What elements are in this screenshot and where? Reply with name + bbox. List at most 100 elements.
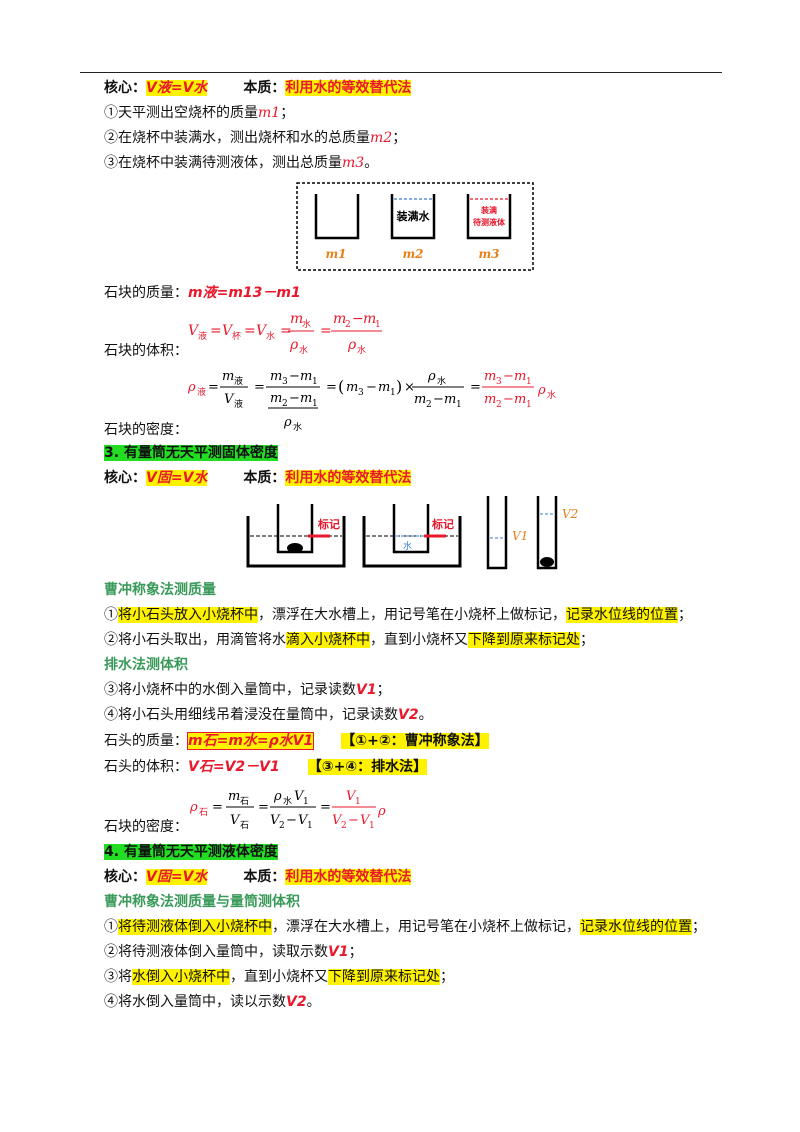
subheading-4: 曹冲称象法测质量与量筒测体积 [104, 894, 300, 910]
beakers-figure: 装满水 装满 待测液体 m1 m2 m3 [296, 182, 534, 271]
s3-step-3: ③将小烧杯中的水倒入量筒中，记录读数V1； [104, 680, 391, 700]
svg-text:=: = [208, 380, 219, 395]
step-3: ③在烧杯中装满待测液体，测出总质量m3。 [104, 153, 378, 173]
box2-label: 装满水 [396, 209, 431, 223]
s4-step-1: ①将待测液体倒入小烧杯中，漂浮在大水槽上，用记号笔在小烧杯上做标记，记录水位线的… [104, 917, 706, 937]
step-text: ①天平测出空烧杯的质量 [104, 105, 258, 121]
svg-text:−: − [352, 311, 364, 327]
var: V1 [356, 682, 377, 698]
step-1: ①天平测出空烧杯的质量m1； [104, 103, 294, 123]
density-label-2: 石块的密度： [104, 819, 188, 835]
punct: ； [440, 969, 454, 985]
punct: ； [280, 105, 295, 121]
highlight: 记录水位线的位置 [580, 919, 692, 935]
svg-text:1: 1 [375, 320, 381, 330]
highlight: 将小石头放入小烧杯中 [118, 607, 258, 623]
cylinder-2 [536, 496, 558, 570]
small-beaker-2 [392, 504, 430, 554]
beaker-liquid [466, 194, 512, 240]
svg-text:m: m [444, 392, 456, 407]
section-3-heading: 3. 有量筒无天平测固体密度 [104, 443, 278, 463]
s3-step-4: ④将小石头用细线吊着浸没在量筒中，记录读数V2。 [104, 705, 433, 725]
svg-text:V: V [346, 789, 357, 804]
svg-text:1: 1 [526, 400, 532, 410]
highlight: 下降到原来标记处 [328, 969, 440, 985]
core-formula: V固=V水 [146, 470, 208, 486]
svg-text:ρ: ρ [427, 369, 436, 384]
svg-text:杯: 杯 [232, 330, 241, 342]
heading-text: 3. 有量筒无天平测固体密度 [104, 445, 278, 461]
svg-text:−: − [289, 369, 300, 384]
svg-text:−: − [348, 813, 359, 828]
svg-text:−: − [289, 391, 300, 406]
svg-text:水: 水 [302, 318, 311, 330]
label-m2: m2 [402, 247, 423, 261]
svg-text:=: = [258, 800, 269, 815]
svg-text:2: 2 [341, 821, 347, 831]
core-line-1: 核心：V液=V水本质：利用水的等效替代法 [104, 78, 412, 98]
essence-text: 利用水的等效替代法 [285, 80, 412, 96]
svg-text:ρ: ρ [537, 383, 546, 398]
svg-text:液: 液 [234, 398, 243, 410]
svg-text:1: 1 [303, 797, 309, 807]
mass-formula: m石=m水=ρ水V1 [186, 732, 315, 750]
heading-text: 4. 有量筒无天平测液体密度 [104, 844, 278, 860]
svg-text:石: 石 [240, 821, 249, 831]
svg-text:m: m [378, 380, 390, 395]
svg-text:V: V [224, 392, 235, 407]
svg-text:=: = [470, 380, 481, 395]
num: ① [104, 607, 118, 623]
punct: ； [580, 632, 594, 648]
svg-text:=: = [320, 323, 332, 339]
svg-text:ρ: ρ [188, 380, 196, 395]
svg-text:m: m [363, 311, 376, 327]
core-label: 核心： [104, 80, 146, 96]
svg-text:3: 3 [496, 377, 502, 387]
punct: ； [392, 130, 407, 146]
mark-label-1: 标记 [317, 517, 340, 531]
svg-text:m: m [414, 392, 426, 407]
svg-text:−: − [433, 392, 444, 407]
text: ，直到小烧杯又 [230, 969, 328, 985]
svg-text:1: 1 [456, 400, 462, 410]
svg-text:m: m [222, 369, 234, 384]
punct: 。 [418, 707, 433, 723]
svg-text:(: ( [338, 377, 344, 396]
punct: 。 [306, 994, 321, 1010]
svg-text:m: m [514, 369, 526, 384]
text: ④将小石头用细线吊着浸没在量筒中，记录读数 [104, 707, 398, 723]
svg-text:ρ: ρ [273, 789, 282, 804]
text: ，漂浮在大水槽上，用记号笔在小烧杯上做标记， [272, 919, 580, 935]
var: m2 [370, 130, 393, 146]
mass-label: 石块的质量： [104, 285, 188, 301]
beaker-empty [314, 194, 360, 240]
svg-text:m: m [300, 369, 312, 384]
box3-label-2: 待测液体 [472, 217, 506, 227]
svg-text:m: m [346, 380, 358, 395]
box3-label-1: 装满 [480, 205, 497, 215]
step-text: ②在烧杯中装满水，测出烧杯和水的总质量 [104, 130, 370, 146]
stone-2 [540, 557, 554, 567]
text: ，直到小烧杯又 [370, 632, 468, 648]
stone-1 [287, 543, 303, 553]
vol-note: 【③+④：排水法】 [307, 759, 428, 775]
svg-text:−: − [503, 369, 514, 384]
svg-text:1: 1 [526, 377, 532, 387]
svg-text:V: V [230, 813, 241, 828]
essence-text: 利用水的等效替代法 [285, 470, 412, 486]
svg-text:液: 液 [198, 330, 207, 342]
svg-text:2: 2 [282, 399, 288, 409]
svg-text:ρ: ρ [377, 804, 386, 819]
svg-text:3: 3 [282, 377, 288, 387]
punct: ； [376, 682, 391, 698]
step-text: ③在烧杯中装满待测液体，测出总质量 [104, 155, 342, 171]
s3-step-2: ②将小石头取出，用滴管将水滴入小烧杯中，直到小烧杯又下降到原来标记处； [104, 630, 594, 650]
svg-text:水: 水 [293, 421, 302, 433]
svg-text:液: 液 [234, 375, 243, 387]
text: ②将小石头取出，用滴管将水 [104, 632, 286, 648]
mass-note: 【①+②：曹冲称象法】 [341, 733, 489, 749]
var: m3 [342, 155, 365, 171]
subheading-3a: 曹冲称象法测质量 [104, 582, 216, 598]
